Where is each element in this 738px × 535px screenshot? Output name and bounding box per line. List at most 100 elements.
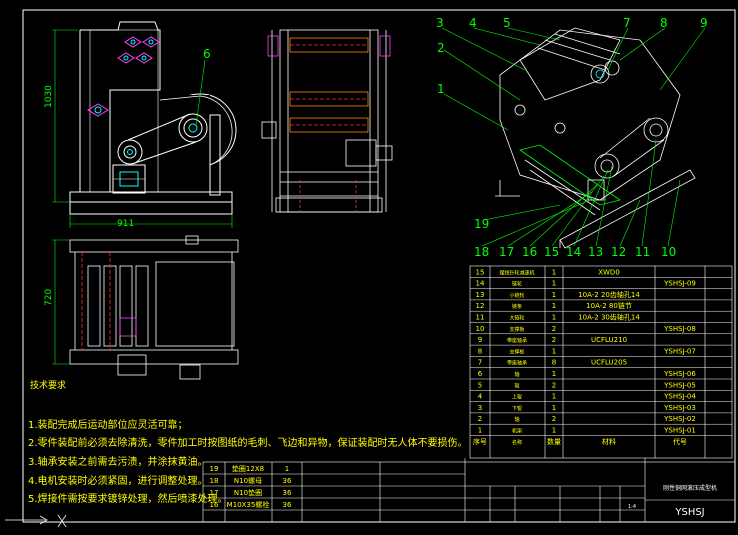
bom-cell-no: 14 (476, 280, 485, 288)
balloon-3: 3 (436, 16, 444, 30)
bom-cell-spec: UCFLU210 (591, 336, 627, 344)
bom-cell-qty: 1 (552, 314, 556, 322)
bom-cell-no: 12 (476, 302, 485, 310)
bom-cell-no: 7 (478, 359, 482, 367)
balloon-18: 18 (474, 245, 489, 259)
bom-cell-spec: 10A-2 30齿轴孔14 (578, 313, 640, 322)
fastener-cell-no: 18 (210, 477, 219, 485)
bom-cell-name: 大链轮 (509, 315, 524, 322)
bom-cell-code: YSHSJ-04 (663, 393, 696, 401)
bom-cell-name: 支撑板 (509, 326, 524, 333)
bom-cell-name: 带座轴承 (507, 360, 527, 367)
bom-cell-spec: XWD0 (598, 268, 620, 276)
balloon-15: 15 (544, 245, 559, 259)
title-block-grid (202, 458, 736, 523)
tech-note: 2.零件装配前必须去除清洗，零件加工时按图纸的毛刺、飞边和异物，保证装配时无人体… (28, 436, 468, 449)
bearing-lower (87, 103, 109, 117)
bom-cell-spec: 10A-2 20齿轴孔14 (578, 290, 640, 299)
title-block: 刚性铜网滚压成型机 YSHSJ 1:4 (628, 484, 717, 518)
bom-table-grid (469, 265, 733, 459)
balloon-4: 4 (469, 16, 477, 30)
dim-width: 911 (117, 219, 134, 229)
tech-notes: 1.装配完成后运动部位应灵活可靠； 2.零件装配前必须去除清洗，零件加工时按图纸… (28, 418, 468, 505)
bom-cell-qty: 1 (552, 404, 556, 412)
bom-cell-qty: 1 (552, 370, 556, 378)
balloon-8: 8 (660, 16, 668, 30)
fastener-cell-qty: 36 (283, 477, 292, 485)
fastener-cell-no: 17 (210, 489, 219, 497)
drawing-scale: 1:4 (628, 504, 636, 510)
bom-cell-no: 11 (476, 314, 485, 322)
bom-cell-code: YSHSJ-02 (663, 415, 696, 423)
bom-cell-qty: 1 (552, 393, 556, 401)
bom-cell-no: 9 (478, 336, 482, 344)
bom-cell-qty: 2 (552, 381, 556, 389)
dim-height: 1030 (44, 85, 54, 108)
bom-cell-code: YSHSJ-01 (663, 427, 696, 435)
top-view (52, 235, 239, 380)
balloon-1: 1 (437, 82, 445, 96)
bom-cell-code: YSHSJ-06 (663, 370, 696, 378)
bom-cell-no: 10 (476, 325, 485, 333)
bom-cell-qty: 1 (552, 291, 556, 299)
bom-cell-code: YSHSJ-03 (663, 404, 696, 412)
balloon-14: 14 (566, 245, 581, 259)
balloon-12: 12 (611, 245, 626, 259)
bom-cell-no: 1 (478, 427, 482, 435)
fastener-cell-no: 16 (210, 501, 219, 509)
bom-cell-name: 轴 (514, 371, 519, 378)
fastener-cell-name: N10螺母 (234, 476, 262, 485)
fastener-cell-name: N10垫圈 (234, 488, 262, 497)
bom-cell-name: 摆线针轮减速机 (499, 269, 534, 276)
isometric-view (495, 27, 696, 249)
balloon-6: 6 (203, 47, 211, 61)
tech-note: 5.焊接件需按要求镀锌处理，然后喷漆处理。 (28, 492, 228, 505)
bom-cell-no: 15 (476, 268, 485, 276)
bom-cell-no: 6 (478, 370, 483, 378)
bom-cell-no: 3 (478, 404, 482, 412)
bom-row-lines (470, 277, 732, 436)
tech-note: 1.装配完成后运动部位应灵活可靠； (28, 418, 188, 431)
bom-cell-name: 机架 (512, 428, 522, 435)
bom-cell-no: 序号 (473, 437, 487, 446)
fastener-cell-qty: 36 (283, 501, 292, 509)
bom-cell-qty: 2 (552, 415, 556, 423)
bom-cell-qty: 1 (552, 347, 556, 355)
bom-cell-no: 13 (476, 291, 485, 299)
balloon-7: 7 (623, 16, 631, 30)
balloon-5: 5 (503, 16, 511, 30)
balloon-10: 10 (661, 245, 676, 259)
bom-cell-qty: 8 (552, 359, 556, 367)
bom-cell-name: 小链轮 (509, 292, 524, 299)
dim-depth: 720 (44, 289, 54, 306)
drawing-title: 刚性铜网滚压成型机 (663, 484, 717, 492)
chain-drive (117, 113, 208, 165)
bom-cell-code: 代号 (673, 437, 687, 446)
bom-cell-name: 辊 (514, 382, 519, 389)
drawing-code: YSHSJ (674, 507, 704, 518)
balloon-19: 19 (474, 217, 489, 231)
balloon-labels: 1 2 3 4 5 6 7 8 9 10 11 12 13 14 15 16 1… (203, 16, 708, 259)
balloon-2: 2 (437, 41, 445, 55)
front-view: 1030 911 (44, 21, 237, 229)
bom-cell-no: 4 (478, 393, 483, 401)
tech-title: 技术要求 (30, 379, 66, 391)
balloon-16: 16 (522, 245, 537, 259)
bom-cell-code: YSHSJ-05 (663, 381, 696, 389)
balloon-9: 9 (700, 16, 708, 30)
bom-cell-name: 链条 (512, 303, 522, 310)
bom-cell-qty: 2 (552, 325, 556, 333)
bom-cell-spec: 材料 (602, 437, 616, 446)
bom-cell-no: 5 (478, 381, 482, 389)
bearing-upper (117, 36, 160, 64)
bom-cell-name: 带座轴承 (507, 337, 527, 344)
balloon-11: 11 (635, 245, 650, 259)
bom-cell-qty: 1 (552, 302, 556, 310)
bom-cell-no: 8 (478, 347, 482, 355)
bom-cell-qty: 数量 (547, 437, 561, 446)
bom-cell-name: 支撑板 (509, 348, 524, 355)
fastener-cell-qty: 36 (283, 489, 292, 497)
